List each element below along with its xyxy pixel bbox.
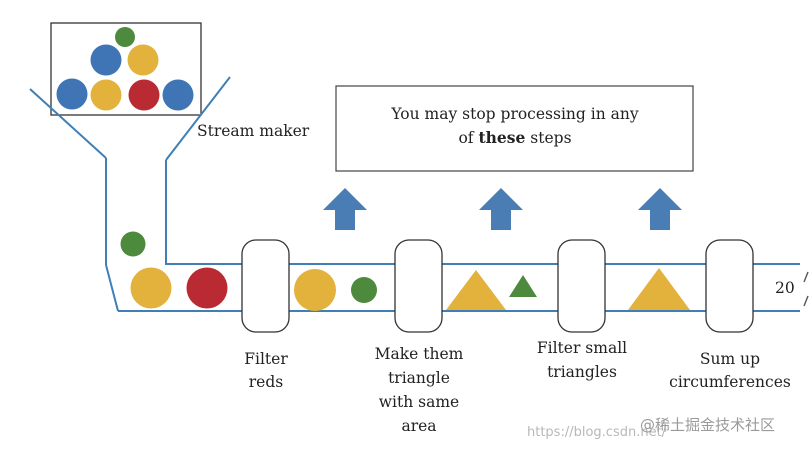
filter-small-label: triangles [547, 363, 617, 381]
result-value: 20 [775, 279, 795, 297]
ball-blue [90, 44, 122, 76]
make-triangle-label: area [401, 417, 436, 435]
up-arrow-icon [323, 188, 367, 230]
ball-blue [162, 79, 194, 111]
edge-mark [803, 271, 809, 283]
filter-small-label: Filter small [537, 339, 627, 357]
make-triangle-label: with same [379, 393, 459, 411]
filter-reds-label: Filter [244, 350, 288, 368]
triangle-green [509, 275, 537, 297]
ball-yellow [294, 269, 336, 311]
ball-yellow [90, 79, 122, 111]
station-filter-reds [241, 239, 290, 333]
triangle-yellow [628, 268, 690, 310]
ball-blue [56, 78, 88, 110]
make-triangle-label: triangle [388, 369, 450, 387]
triangle-yellow [446, 270, 506, 310]
up-arrow-icon [638, 188, 682, 230]
ball-yellow [130, 267, 172, 309]
sum-up-label: Sum up [700, 350, 760, 368]
message-line-1: You may stop processing in any [390, 105, 638, 123]
ball-red [128, 79, 160, 111]
ball-green [120, 231, 146, 257]
station-sum-up [705, 239, 754, 333]
station-make-triangle [394, 239, 443, 333]
make-triangle-label: Make them [375, 345, 464, 363]
hopper-box [50, 22, 202, 116]
filter-reds-label: reds [249, 373, 284, 391]
station-filter-small [557, 239, 606, 333]
up-arrow-icon [479, 188, 523, 230]
sum-up-label: circumferences [669, 373, 791, 391]
stream-maker-label: Stream maker [197, 122, 310, 140]
ball-green-top [115, 27, 135, 47]
message-box [335, 85, 694, 172]
watermark-brand: @稀土掘金技术社区 [640, 416, 775, 434]
watermark-url: https://blog.csdn.net/ [527, 425, 667, 440]
funnel [29, 76, 231, 312]
message-line-2: of these steps [458, 128, 571, 147]
ball-red [186, 267, 228, 309]
edge-mark [803, 295, 809, 307]
ball-green [351, 277, 377, 303]
ball-yellow [127, 44, 159, 76]
